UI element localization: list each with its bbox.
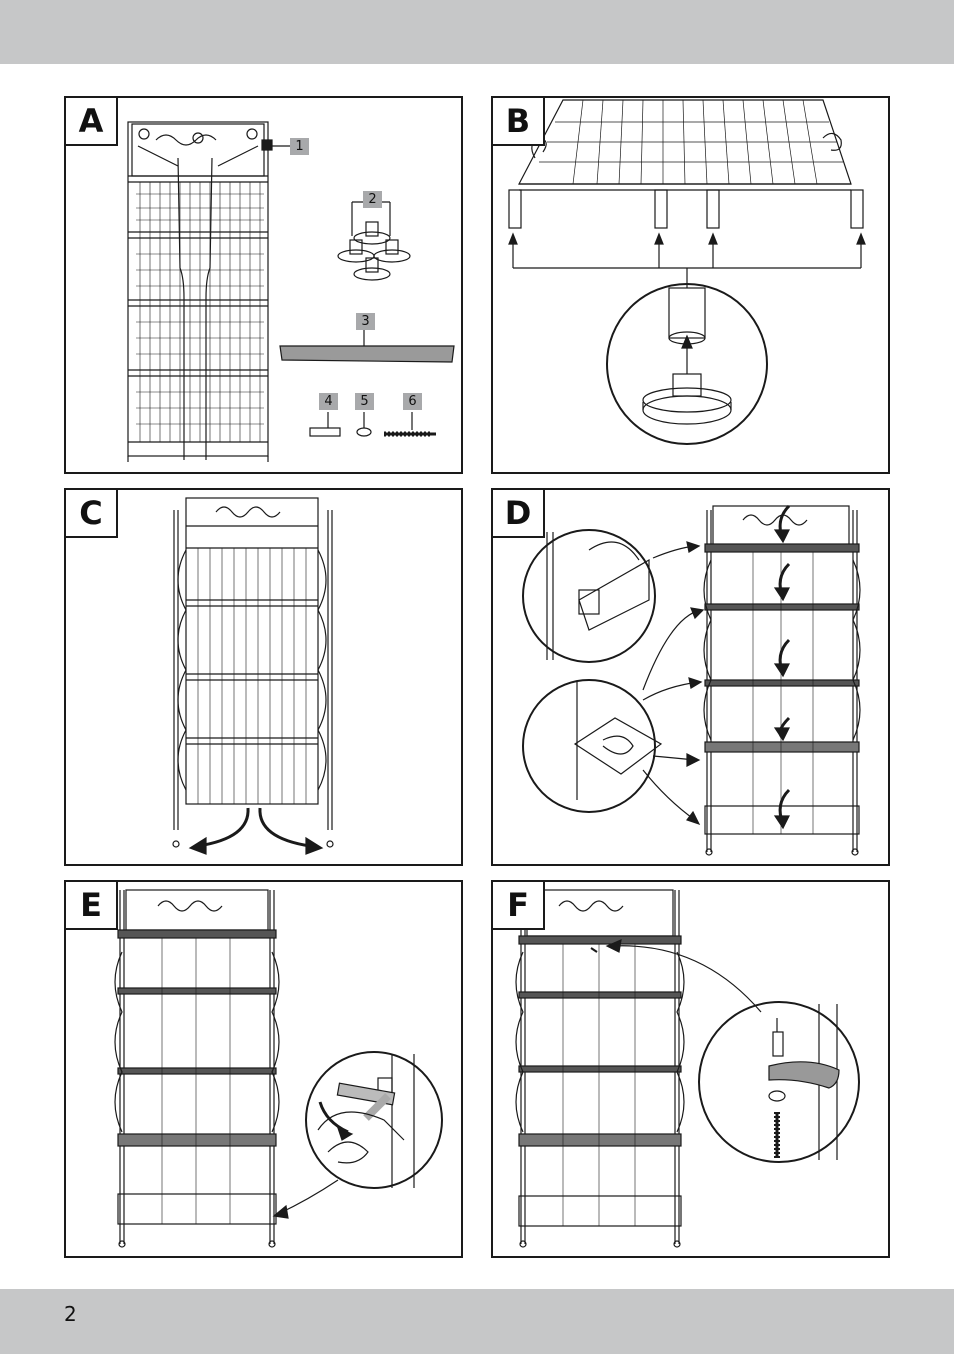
part-callout-3: 3 [356,313,375,330]
panel-a: A [64,96,463,474]
panel-label: C [64,488,118,538]
parts-overview-illustration [66,98,463,474]
part-callout-4: 4 [319,393,338,410]
panel-e: E [64,880,463,1258]
part-callout-1: 1 [290,138,309,155]
panel-b: B [491,96,890,474]
panel-d: D [491,488,890,866]
panel-c: C [64,488,463,866]
footer-band [0,1289,954,1354]
secure-shelf-illustration [66,882,463,1258]
part-callout-5: 5 [355,393,374,410]
part-callout-6: 6 [403,393,422,410]
panel-label: A [64,96,118,146]
panel-label: B [491,96,545,146]
feet-mounting-illustration [493,98,890,474]
panel-f: F [491,880,890,1258]
shelf-placement-illustration [493,490,890,866]
page-number: 2 [64,1302,77,1326]
panel-label: D [491,488,545,538]
panel-label: E [64,880,118,930]
panel-label: F [491,880,545,930]
unfold-illustration [66,490,463,866]
part-callout-2: 2 [363,191,382,208]
wall-anchor-illustration [493,882,890,1258]
header-band [0,0,954,64]
